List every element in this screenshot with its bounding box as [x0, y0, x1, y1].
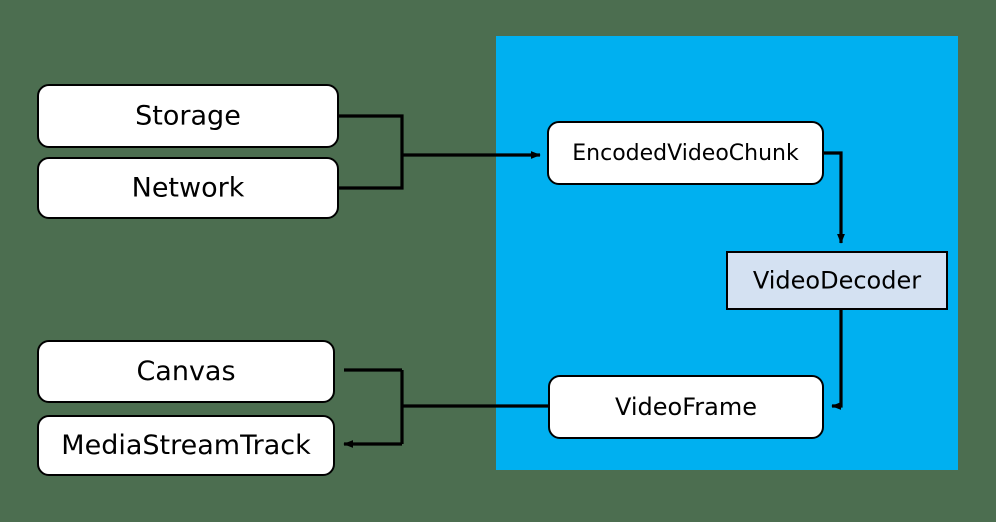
node-label-mediastreamtrack: MediaStreamTrack: [61, 430, 311, 461]
node-encodedvideochunk[interactable]: EncodedVideoChunk: [547, 121, 824, 185]
node-label-videodecoder: VideoDecoder: [753, 267, 921, 295]
edge-frame-to-sinks: [344, 368, 549, 444]
node-label-encodedvideochunk: EncodedVideoChunk: [572, 141, 799, 166]
edge-group: [338, 114, 845, 444]
node-videodecoder[interactable]: VideoDecoder: [726, 251, 948, 310]
node-mediastreamtrack[interactable]: MediaStreamTrack: [37, 415, 335, 476]
node-box-storage: [37, 84, 339, 148]
node-network[interactable]: Network: [37, 157, 339, 219]
node-box-videoframe: [548, 375, 824, 439]
node-label-canvas: Canvas: [136, 356, 235, 387]
node-videoframe[interactable]: VideoFrame: [548, 375, 824, 439]
edge-sources-to-chunk: [338, 114, 540, 190]
node-box-canvas: [37, 340, 335, 403]
node-label-storage: Storage: [135, 101, 241, 132]
edge-decoder-to-frame: [831, 309, 843, 410]
node-storage[interactable]: Storage: [37, 84, 339, 148]
node-box-encodedvideochunk: [547, 121, 824, 185]
node-label-network: Network: [132, 173, 245, 204]
node-box-network: [37, 157, 339, 219]
node-label-videoframe: VideoFrame: [615, 393, 757, 421]
node-box-mediastreamtrack: [37, 415, 335, 476]
node-box-videodecoder: [726, 251, 948, 310]
edge-chunk-to-decoder: [823, 151, 845, 244]
node-canvas[interactable]: Canvas: [37, 340, 335, 403]
